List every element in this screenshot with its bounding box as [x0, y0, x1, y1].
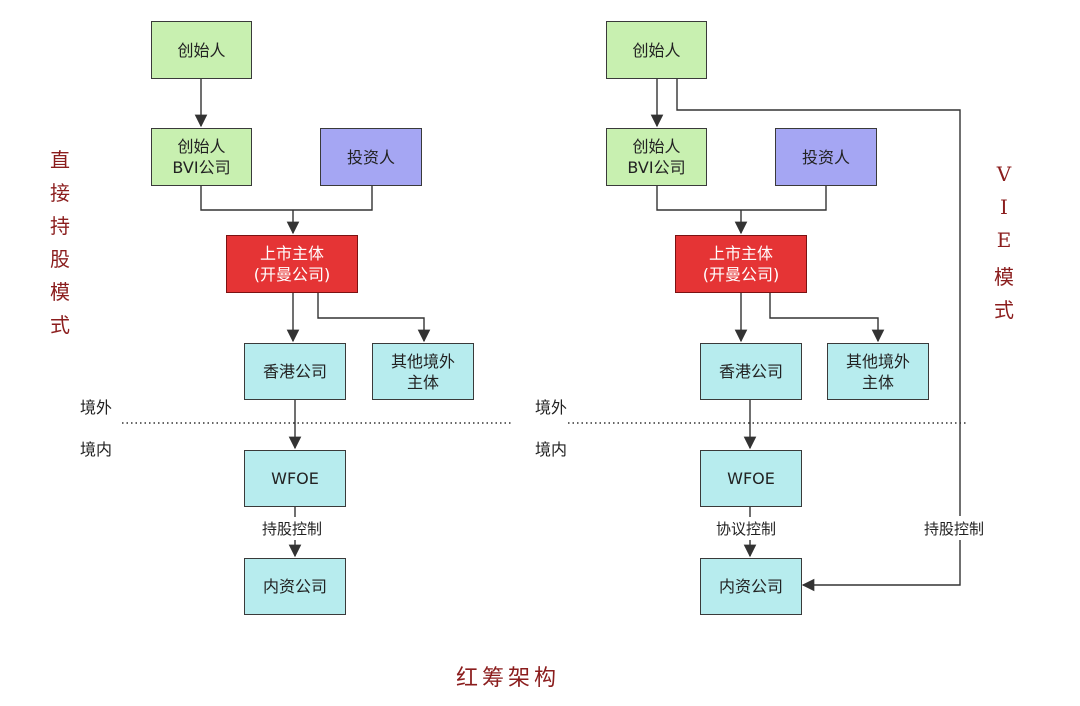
left-title-char: 股 [50, 247, 70, 271]
left-domestic-company-box: 内资公司 [244, 558, 346, 615]
left-domestic-label: 内资公司 [262, 577, 327, 596]
left-title-char: 模 [50, 280, 70, 304]
left-other-line1: 其他境外 [390, 351, 455, 371]
right-title-char: 式 [994, 298, 1014, 322]
right-hk-label: 香港公司 [718, 362, 783, 381]
right-vertical-title: V I E 模 式 [989, 162, 1019, 327]
right-founder-label: 创始人 [632, 40, 681, 60]
right-domestic-label: 内资公司 [718, 577, 783, 596]
left-investor-box: 投资人 [320, 128, 422, 186]
right-side-edge-label: 持股控制 [924, 518, 985, 539]
left-founder-bvi-box: 创始人 BVI公司 [151, 128, 252, 186]
left-hk-label: 香港公司 [262, 362, 327, 381]
left-bvi-connector [200, 186, 373, 211]
right-listed-entity-box: 上市主体 (开曼公司) [675, 235, 807, 293]
right-onshore-label: 境内 [535, 440, 568, 459]
right-listed-line1: 上市主体 [708, 244, 773, 263]
right-listed-to-other-arrow [769, 293, 885, 343]
left-founder-label: 创始人 [177, 40, 226, 60]
left-vertical-title: 直 接 持 股 模 式 [45, 144, 75, 342]
right-edge-label: 协议控制 [716, 518, 777, 539]
left-onshore-label: 境内 [80, 440, 113, 459]
right-title-char: 模 [994, 265, 1014, 289]
right-bvi-connector [656, 186, 827, 211]
left-other-line2: 主体 [406, 372, 439, 392]
left-investor-label: 投资人 [346, 147, 395, 167]
right-side-to-domestic-arrow [801, 540, 961, 592]
left-title-char: 持 [50, 214, 70, 238]
left-wfoe-box: WFOE [244, 450, 346, 507]
right-founder-bvi-line2: BVI公司 [627, 158, 686, 177]
left-edge-label: 持股控制 [262, 518, 323, 539]
left-founder-bvi-line2: BVI公司 [172, 158, 231, 177]
right-other-line1: 其他境外 [845, 351, 910, 371]
right-title-char: V [996, 162, 1012, 186]
left-title-char: 接 [50, 181, 70, 205]
right-hk-company-box: 香港公司 [700, 343, 802, 400]
right-title-char: I [1000, 195, 1008, 219]
right-domestic-company-box: 内资公司 [700, 558, 802, 615]
right-founder-bvi-line1: 创始人 [632, 137, 681, 156]
left-listed-entity-box: 上市主体 (开曼公司) [226, 235, 358, 293]
left-founder-box: 创始人 [151, 21, 252, 79]
right-offshore-label: 境外 [535, 398, 568, 417]
left-listed-line1: 上市主体 [259, 244, 324, 263]
left-other-offshore-box: 其他境外 主体 [372, 343, 474, 400]
right-investor-box: 投资人 [775, 128, 877, 186]
right-other-line2: 主体 [861, 372, 894, 392]
right-listed-line2: (开曼公司) [702, 265, 780, 284]
right-investor-label: 投资人 [801, 147, 850, 167]
left-hk-company-box: 香港公司 [244, 343, 346, 400]
right-founder-box: 创始人 [606, 21, 707, 79]
right-title-char: E [996, 228, 1012, 252]
right-other-offshore-box: 其他境外 主体 [827, 343, 929, 400]
left-listed-line2: (开曼公司) [253, 265, 331, 284]
left-wfoe-label: WFOE [271, 469, 319, 488]
left-offshore-label: 境外 [80, 398, 113, 417]
right-wfoe-box: WFOE [700, 450, 802, 507]
left-founder-bvi-line1: 创始人 [177, 137, 226, 156]
right-founder-bvi-box: 创始人 BVI公司 [606, 128, 707, 186]
left-listed-to-other-arrow [317, 293, 431, 343]
left-title-char: 直 [50, 148, 70, 172]
right-founder-side-line [676, 79, 961, 516]
left-title-char: 式 [50, 313, 70, 337]
right-wfoe-label: WFOE [727, 469, 775, 488]
diagram-title: 红筹架构 [456, 666, 561, 691]
